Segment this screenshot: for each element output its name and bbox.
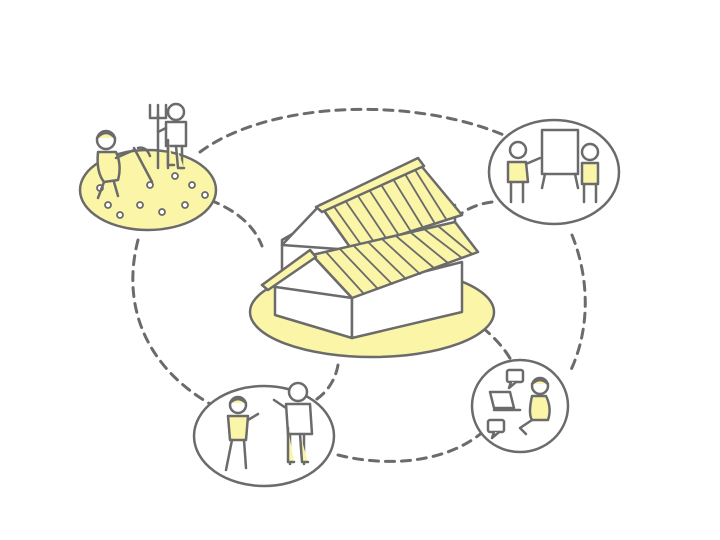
connector-house-conversation: [310, 363, 340, 404]
field-seeds: [96, 172, 209, 219]
presenter: [506, 140, 542, 204]
lower-roof-tiles: [325, 225, 473, 295]
greeting-people-icon: [192, 381, 336, 488]
upper-roof-tiles: [329, 164, 447, 247]
standing-farmer: [148, 102, 188, 170]
connector-farming-conversation: [131, 238, 214, 407]
lower-ridge: [260, 248, 318, 292]
laptop: [488, 390, 522, 412]
listener: [580, 142, 600, 204]
whiteboard-meeting-icon: [487, 118, 621, 226]
person-left: [224, 395, 260, 472]
chat-bubble-bottom-icon: [486, 418, 506, 440]
conversation-circle: [192, 384, 336, 488]
connector-conversation-remote: [336, 428, 487, 463]
crouching-farmer: [95, 129, 154, 200]
connector-farming-presentation: [198, 107, 517, 154]
upper-ridge: [314, 156, 426, 214]
house-upper-gable: [280, 203, 354, 252]
farmers-icon: [78, 102, 218, 232]
connector-presentation-house: [456, 200, 494, 218]
person-right: [272, 381, 314, 466]
remote-worker: [518, 376, 551, 436]
whiteboard: [540, 128, 580, 190]
laptop-chat-icon: [470, 358, 570, 454]
connector-farming-house: [208, 198, 264, 248]
house-icon: [248, 156, 496, 359]
connectors: [131, 107, 587, 463]
connector-presentation-remote: [568, 233, 587, 374]
chat-bubble-top-icon: [505, 368, 525, 390]
